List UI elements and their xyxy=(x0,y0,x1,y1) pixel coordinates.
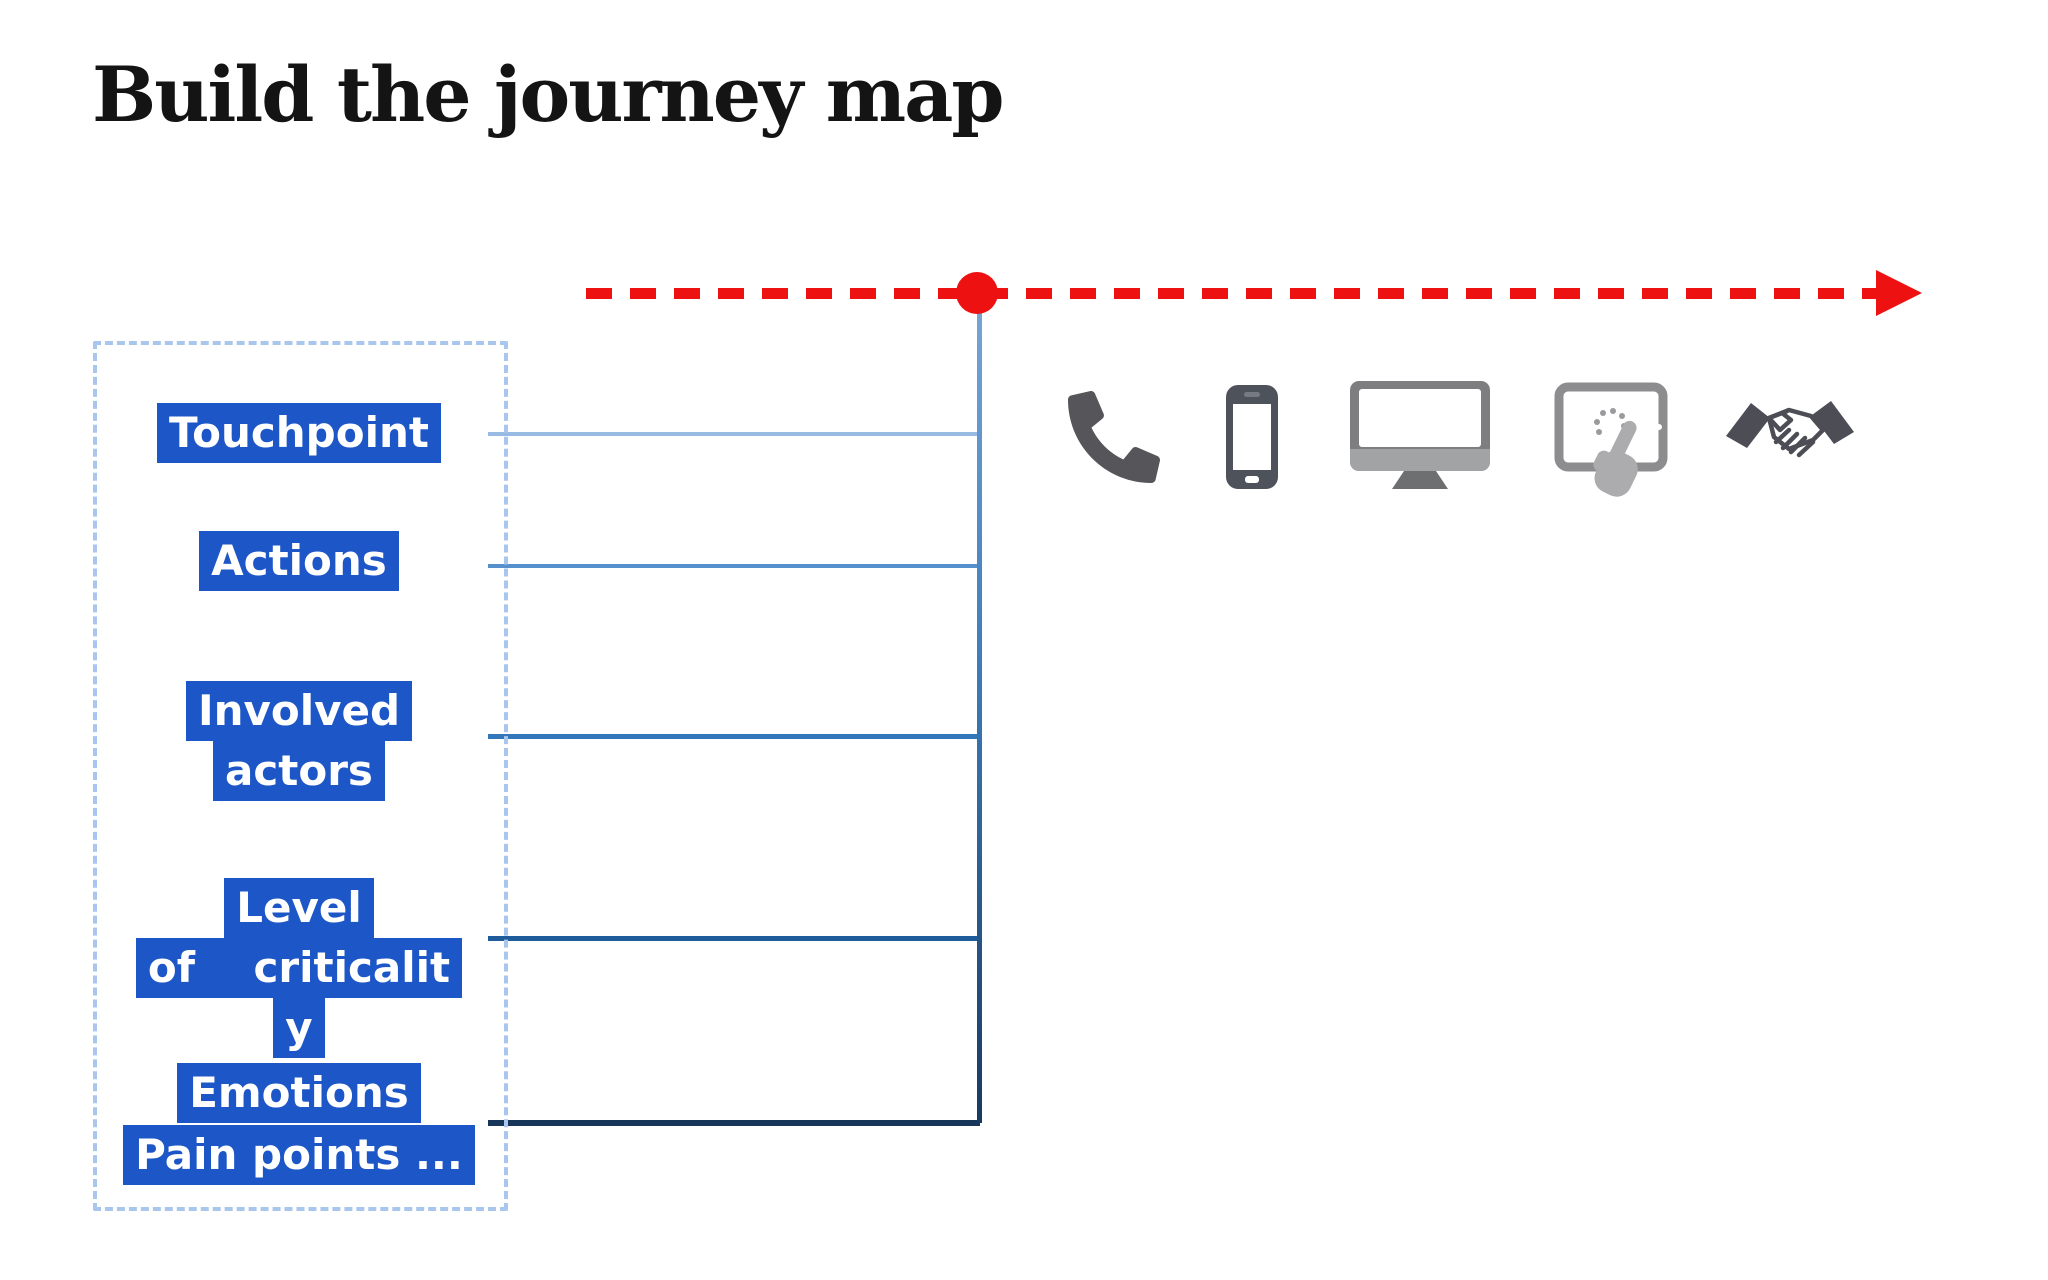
row-line-actions xyxy=(488,564,980,568)
phone-icon xyxy=(1068,391,1160,483)
vertical-axis-line xyxy=(977,292,982,1123)
label-line: Involved xyxy=(185,681,413,741)
label-line: Touchpoint xyxy=(157,403,441,463)
handshake-icon xyxy=(1726,401,1854,458)
timeline-arrowhead-icon xyxy=(1876,270,1922,316)
timeline-dashed-line xyxy=(586,288,1878,299)
row-label-pain-points: Pain points ... xyxy=(93,1125,505,1185)
legend-dashed-box xyxy=(93,341,508,1211)
tablet-touch-icon xyxy=(1554,382,1668,497)
label-line: y xyxy=(273,998,325,1058)
row-label-touchpoint: Touchpoint xyxy=(93,403,505,463)
row-label-level-of-criticality: Level of criticalit y xyxy=(93,878,505,1058)
label-line: Pain points ... xyxy=(123,1125,475,1185)
row-line-touchpoint xyxy=(488,432,980,436)
label-line: actors xyxy=(213,741,385,801)
label-line: of criticalit xyxy=(135,938,463,998)
row-line-involved-actors xyxy=(488,734,980,739)
page-title: Build the journey map xyxy=(92,50,1005,139)
desktop-monitor-icon xyxy=(1350,381,1490,489)
label-line: Actions xyxy=(199,531,399,591)
timeline-origin-dot xyxy=(956,272,998,314)
row-label-actions: Actions xyxy=(93,531,505,591)
label-line: Level xyxy=(224,878,374,938)
row-line-criticality xyxy=(488,936,980,941)
row-line-emotions xyxy=(488,1120,980,1126)
smartphone-icon xyxy=(1226,385,1278,489)
row-label-emotions: Emotions xyxy=(93,1063,505,1123)
label-line: Emotions xyxy=(177,1063,421,1123)
row-label-involved-actors: Involved actors xyxy=(93,681,505,801)
